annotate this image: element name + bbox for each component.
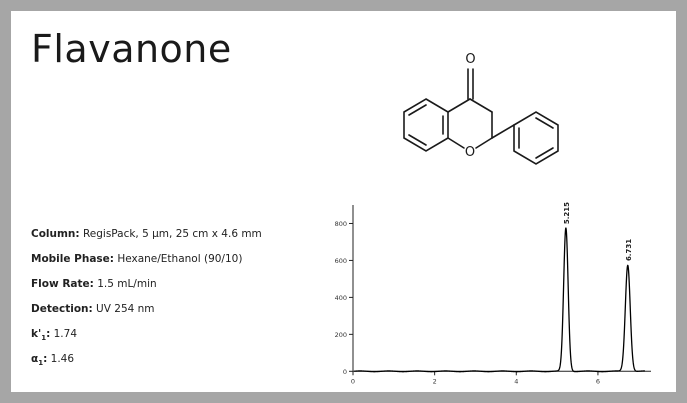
spec-value: UV 254 nm xyxy=(92,303,155,315)
y-tick-label-200: 200 xyxy=(335,331,347,339)
x-tick-label-2: 2 xyxy=(433,377,437,385)
spec-mobile-phase: Mobile Phase: Hexane/Ethanol (90/10) xyxy=(31,252,262,272)
spec-value: 1.74 xyxy=(50,328,77,340)
spec-value: Hexane/Ethanol (90/10) xyxy=(113,253,243,265)
peak-label-1: 5.215 xyxy=(563,202,571,224)
slide-card: Flavanone O O xyxy=(11,11,676,392)
spec-label: Detection: xyxy=(31,303,93,315)
bond-c4a-c4 xyxy=(447,98,471,113)
x-tick-label-0: 0 xyxy=(351,377,355,385)
spec-retention-factor: k'1: 1.74 xyxy=(31,327,262,347)
benzene-ring-left xyxy=(403,98,449,152)
spec-label: α1: xyxy=(31,353,48,368)
phenyl-double-bond-3 xyxy=(535,147,554,159)
chart-trace xyxy=(353,227,646,373)
chart-peak-labels: 5.215 6.731 xyxy=(563,202,633,261)
spec-detection: Detection: UV 254 nm xyxy=(31,302,262,322)
spec-label: Flow Rate: xyxy=(31,278,94,290)
y-tick-label-0: 0 xyxy=(343,368,347,376)
bond-c2-phenyl xyxy=(491,124,515,139)
spec-selectivity: α1: 1.46 xyxy=(31,352,262,372)
spec-value: 1.46 xyxy=(47,353,75,365)
chromatogram-chart: 0 200 400 600 800 0 2 4 6 5.215 6.731 xyxy=(335,202,651,385)
chart-ticks: 0 200 400 600 800 0 2 4 6 xyxy=(335,220,600,385)
phenyl-double-bond-2 xyxy=(535,117,554,129)
y-tick-label-600: 600 xyxy=(335,257,347,265)
flavanone-structure-diagram: O O xyxy=(403,52,559,165)
peak-label-2: 6.731 xyxy=(625,239,633,261)
y-tick-label-800: 800 xyxy=(335,220,347,228)
bond-c2-o1 xyxy=(475,137,493,149)
spec-label: k'1: xyxy=(31,328,51,343)
spec-flow-rate: Flow Rate: 1.5 mL/min xyxy=(31,277,262,297)
bond-c4-c3 xyxy=(469,98,493,113)
chart-axes xyxy=(352,205,651,375)
benzene-left-double-bond-1 xyxy=(408,104,427,116)
method-conditions: Column: RegisPack, 5 µm, 25 cm x 4.6 mm … xyxy=(31,227,262,377)
ring-oxygen-label: O xyxy=(465,145,475,160)
spec-value: RegisPack, 5 µm, 25 cm x 4.6 mm xyxy=(79,228,262,240)
spec-label: Mobile Phase: xyxy=(31,253,114,265)
spec-label: Column: xyxy=(31,228,80,240)
carbonyl-oxygen-label: O xyxy=(465,52,475,67)
y-tick-label-400: 400 xyxy=(335,294,347,302)
bond-o1-c8a xyxy=(447,137,465,149)
chromatogram-trace xyxy=(353,227,646,373)
benzene-ring-right xyxy=(513,111,559,165)
page-title: Flavanone xyxy=(31,27,232,71)
spec-column: Column: RegisPack, 5 µm, 25 cm x 4.6 mm xyxy=(31,227,262,247)
x-tick-label-6: 6 xyxy=(596,377,600,385)
x-tick-label-4: 4 xyxy=(514,377,518,385)
benzene-left-double-bond-2 xyxy=(408,134,427,146)
spec-value: 1.5 mL/min xyxy=(93,278,157,290)
